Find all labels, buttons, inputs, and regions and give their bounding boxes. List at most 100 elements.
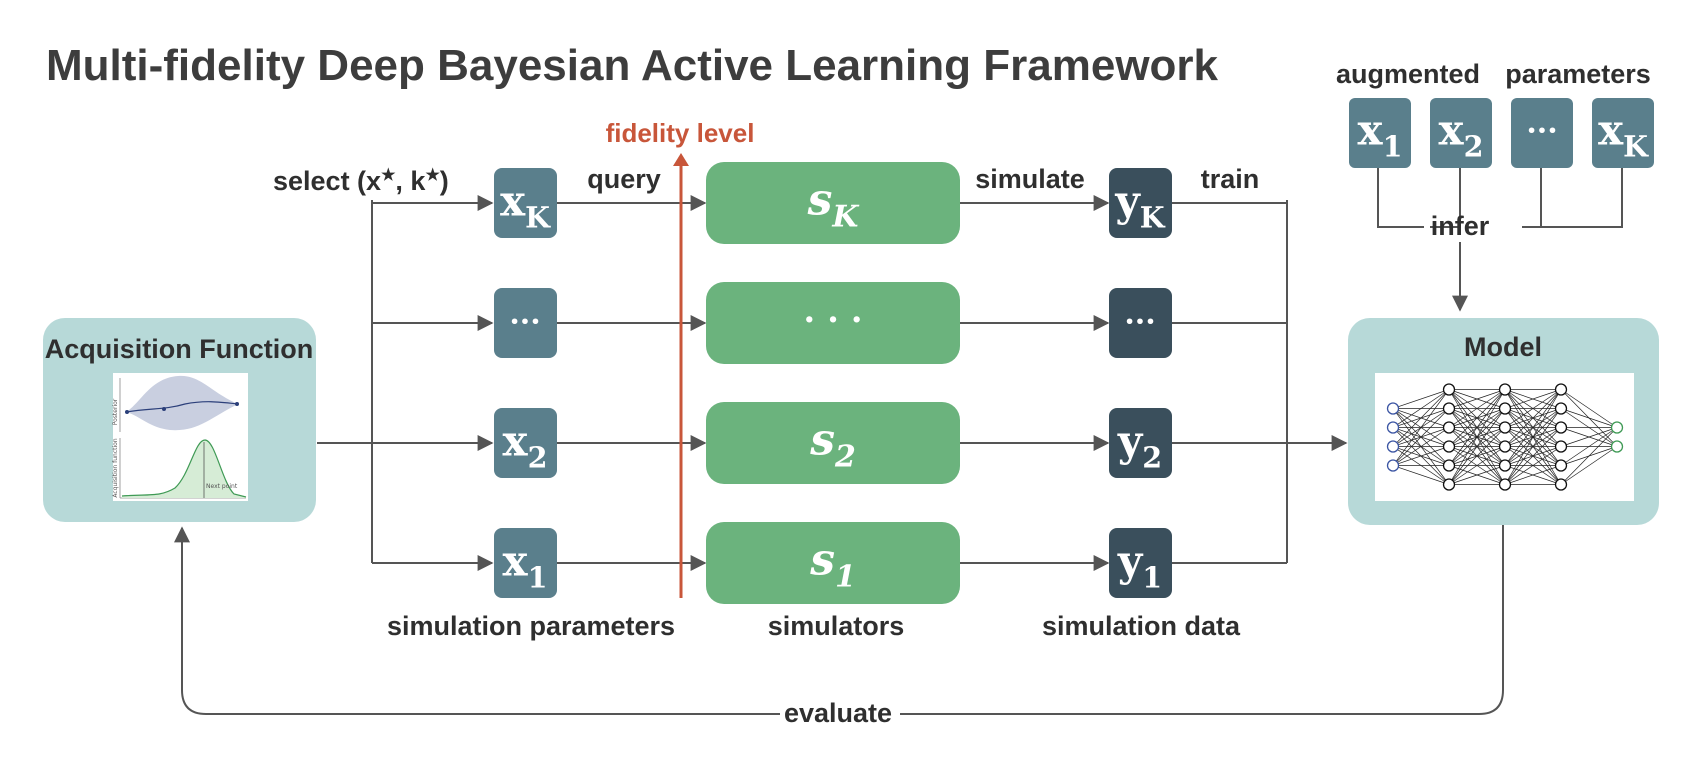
- nn-connection: [1448, 446, 1506, 485]
- simulation-parameters-label: simulation parameters: [387, 611, 675, 641]
- box-label: s2: [809, 414, 856, 474]
- acquisition-plot: Posterior Next point Acquisition functio…: [112, 373, 248, 501]
- nn-connection: [1560, 427, 1618, 466]
- box-label: x1: [503, 537, 548, 595]
- box-label: xK: [500, 177, 551, 235]
- simulator-box-k: sK: [706, 162, 960, 244]
- nn-connection: [1392, 389, 1450, 428]
- infer-line-x2: [1430, 168, 1461, 228]
- nn-connection: [1392, 389, 1450, 466]
- box-label: y2: [1117, 417, 1162, 475]
- augmented-param-box-dots: ···: [1511, 98, 1573, 168]
- nn-neuron: [1442, 383, 1456, 396]
- param-box-dots: ···: [494, 288, 557, 358]
- nn-connection: [1560, 389, 1618, 428]
- query-label: query: [587, 164, 661, 194]
- nn-neuron: [1442, 421, 1456, 434]
- nn-connection: [1392, 389, 1450, 409]
- simulator-box-dots: · · ·: [706, 282, 960, 364]
- nn-connection: [1560, 408, 1618, 428]
- observation-point: [235, 402, 239, 406]
- nn-neuron: [1498, 459, 1512, 472]
- evaluate-label: evaluate: [784, 698, 892, 728]
- nn-neuron: [1498, 383, 1512, 396]
- data-box-1: y1: [1109, 528, 1172, 598]
- evaluate-line-left: [174, 526, 780, 715]
- nn-connection: [1392, 446, 1450, 466]
- next-point-label: Next point: [206, 483, 238, 490]
- augmented-label: augmented: [1336, 59, 1480, 89]
- simulation-data-label: simulation data: [1042, 611, 1241, 641]
- nn-connection: [1504, 446, 1562, 485]
- box-label: ···: [1526, 114, 1557, 149]
- posterior-axis-label: Posterior: [112, 398, 119, 425]
- nn-neuron: [1386, 402, 1400, 415]
- param-box-2: x2: [494, 408, 557, 478]
- box-label: ···: [509, 305, 540, 340]
- neural-network: [1386, 383, 1624, 491]
- infer-line-left: [1377, 168, 1424, 228]
- nn-connection: [1504, 427, 1562, 485]
- diagram-title: Multi-fidelity Deep Bayesian Active Lear…: [46, 41, 1219, 90]
- box-label: x1: [1358, 106, 1403, 164]
- acquisition-axis-label: Acquisition function: [112, 438, 119, 497]
- box-label: · · ·: [803, 300, 862, 340]
- nn-neuron: [1498, 440, 1512, 453]
- nn-neuron: [1554, 421, 1568, 434]
- nn-connection: [1560, 427, 1618, 447]
- infer-line-right: [1522, 168, 1623, 228]
- nn-connection: [1560, 427, 1618, 485]
- box-label: yK: [1114, 177, 1165, 235]
- nn-connection: [1448, 389, 1506, 485]
- nn-connection: [1448, 389, 1506, 428]
- simulators-label: simulators: [768, 611, 905, 641]
- select-label: select (x★, k★): [273, 166, 449, 196]
- nn-neuron: [1610, 421, 1624, 434]
- nn-connection: [1448, 408, 1506, 485]
- observation-point: [125, 410, 129, 414]
- nn-neuron: [1554, 402, 1568, 415]
- nn-connection: [1448, 389, 1506, 447]
- nn-neuron: [1442, 459, 1456, 472]
- parameters-label: parameters: [1505, 59, 1651, 89]
- data-box-2: y2: [1109, 408, 1172, 478]
- nn-neuron: [1554, 478, 1568, 491]
- nn-neuron: [1610, 440, 1624, 453]
- nn-neuron: [1554, 383, 1568, 396]
- fidelity-arrowhead: [673, 153, 689, 166]
- augmented-param-box-1: x1: [1349, 98, 1411, 168]
- nn-connection: [1560, 446, 1618, 485]
- acquisition-curve: [121, 439, 247, 498]
- data-box-k: yK: [1109, 168, 1172, 238]
- acquisition-function-label: Acquisition Function: [45, 334, 313, 364]
- param-box-k: xK: [494, 168, 557, 238]
- augmented-param-box-2: x2: [1430, 98, 1492, 168]
- nn-connection: [1448, 389, 1506, 409]
- box-label: sK: [807, 174, 860, 234]
- observation-point: [162, 407, 166, 411]
- nn-neuron: [1498, 478, 1512, 491]
- nn-connection: [1504, 389, 1562, 466]
- param-box-1: x1: [494, 528, 557, 598]
- augmented-param-box-k: xK: [1592, 98, 1654, 168]
- nn-connection: [1504, 408, 1562, 485]
- nn-neuron: [1386, 421, 1400, 434]
- posterior-mean-line: [125, 401, 239, 413]
- nn-connection: [1448, 389, 1506, 466]
- evaluate-line-right: [900, 525, 1504, 715]
- fidelity-level-label: fidelity level: [606, 118, 755, 148]
- nn-neuron: [1498, 421, 1512, 434]
- box-label: x2: [1439, 106, 1484, 164]
- nn-neuron: [1498, 402, 1512, 415]
- simulator-box-2: s2: [706, 402, 960, 484]
- box-label: y1: [1117, 537, 1162, 595]
- infer-label: infer: [1431, 211, 1490, 241]
- nn-connection: [1392, 427, 1450, 466]
- nn-connection: [1504, 465, 1562, 485]
- posterior-band: [126, 375, 238, 431]
- nn-neuron: [1442, 440, 1456, 453]
- nn-connection: [1448, 427, 1506, 485]
- nn-connection: [1448, 465, 1506, 485]
- model-label: Model: [1464, 332, 1542, 362]
